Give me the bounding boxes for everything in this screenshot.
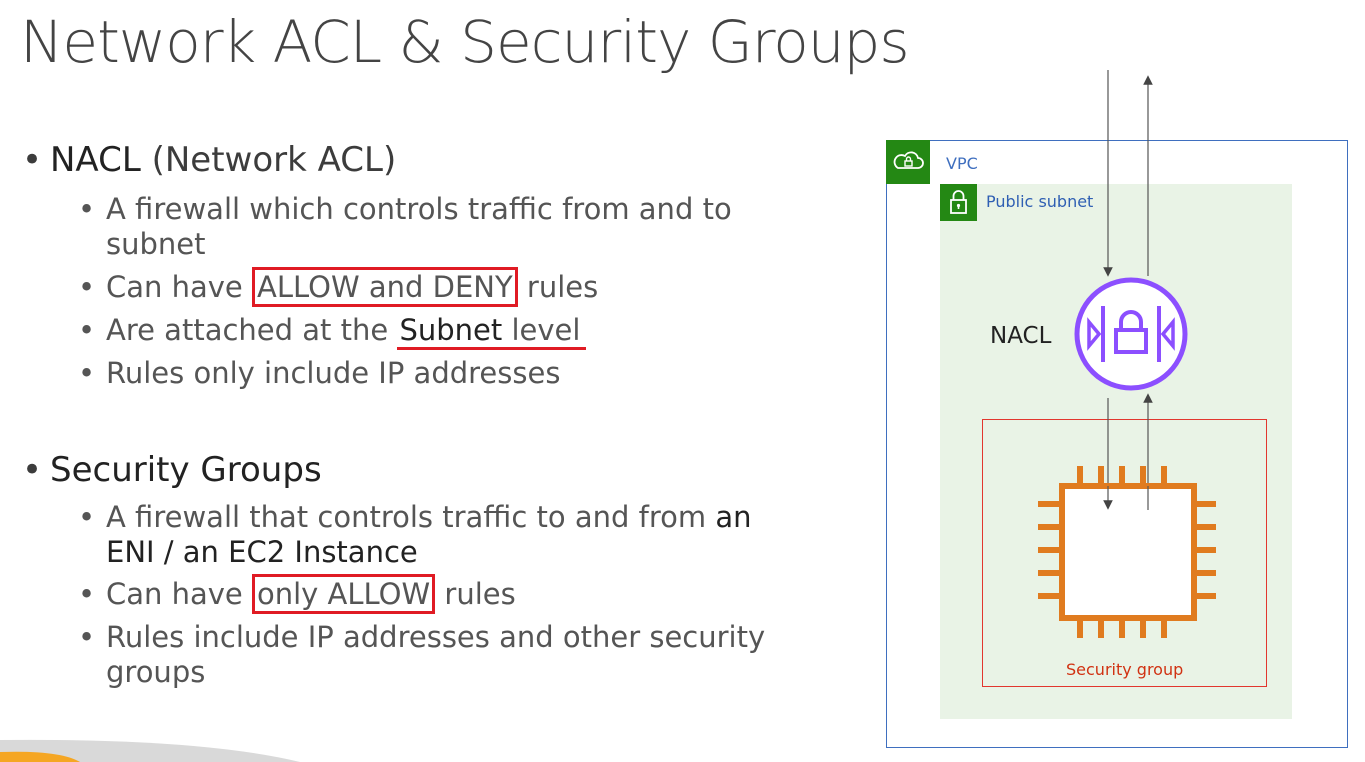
sg-heading: •Security Groups <box>22 450 322 490</box>
sg-item-1: •A firewall that controls traffic to and… <box>78 500 752 569</box>
vpc-container <box>886 140 1348 748</box>
ec2-chip-icon <box>1038 466 1216 638</box>
security-group-label: Security group <box>1066 660 1184 679</box>
lock-icon <box>950 190 967 214</box>
subnet-badge <box>940 184 977 221</box>
vpc-label: VPC <box>946 154 978 173</box>
nacl-item-4: •Rules only include IP addresses <box>78 356 561 390</box>
allow-deny-highlight: ALLOW and DENY <box>252 267 518 307</box>
nacl-icon <box>1074 277 1188 391</box>
bottom-decoration <box>0 739 300 762</box>
nacl-heading: •NACL (Network ACL) <box>22 140 397 180</box>
only-allow-highlight: only ALLOW <box>252 574 436 614</box>
nacl-item-2: •Can have ALLOW and DENY rules <box>78 267 786 307</box>
nacl-item-1: •A firewall which controls traffic from … <box>78 192 732 261</box>
subnet-level-highlight: Subnet level <box>397 313 587 350</box>
nacl-item-3: •Are attached at the Subnet level <box>78 313 786 350</box>
sg-item-2: •Can have only ALLOW rules <box>78 574 786 614</box>
nacl-label: NACL <box>990 323 1052 349</box>
sg-item-3: •Rules include IP addresses and other se… <box>78 620 766 689</box>
page-title: Network ACL & Security Groups <box>20 8 910 76</box>
security-group-box <box>982 419 1267 687</box>
vpc-badge <box>886 140 930 184</box>
cloud-icon <box>893 151 924 169</box>
public-subnet-area <box>940 184 1292 719</box>
subnet-label: Public subnet <box>986 192 1094 211</box>
